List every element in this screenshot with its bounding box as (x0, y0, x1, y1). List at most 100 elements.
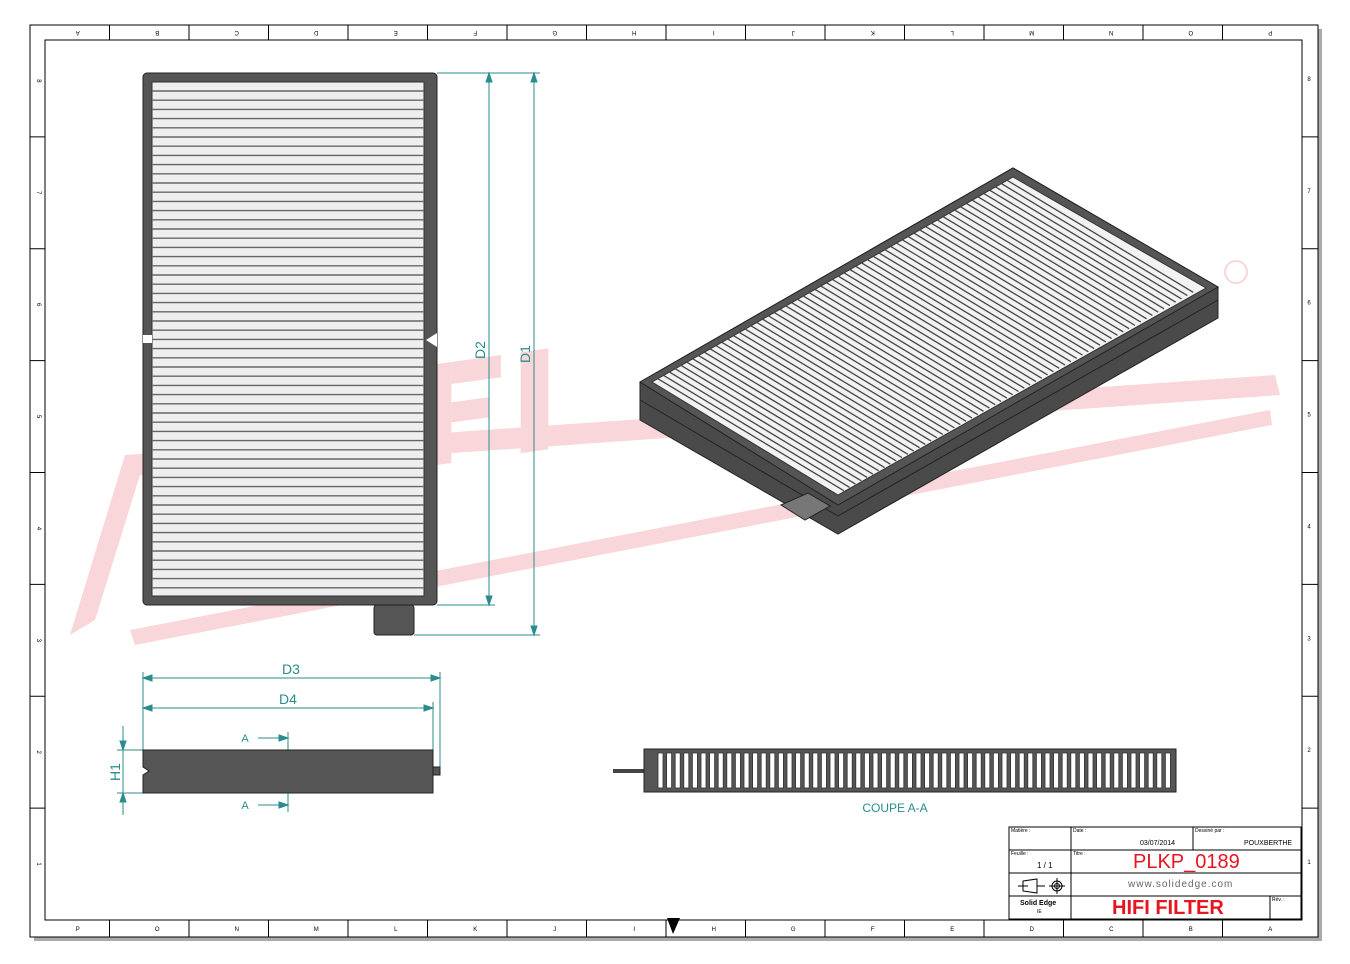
pleat-line (931, 222, 1118, 336)
pleat-line (773, 312, 961, 426)
pleat-line (925, 226, 1112, 340)
projection-symbol-icon (1018, 878, 1065, 894)
row-label: 4 (35, 527, 41, 531)
drawing-title: PLKP_0189 (1133, 851, 1240, 873)
pleat-line (966, 202, 1153, 317)
pleat-line (797, 298, 984, 412)
pleat-section (674, 752, 681, 789)
section-view (613, 748, 1177, 793)
pleat-section (743, 752, 750, 789)
pleat-line (872, 255, 1060, 369)
pleat-line (814, 288, 1002, 402)
row-label: 7 (35, 191, 41, 195)
pleat-line (977, 196, 1165, 310)
pleat-line (919, 229, 1107, 343)
pleat-section (1104, 752, 1111, 789)
isometric-view (639, 167, 1220, 535)
pleat-section (984, 752, 991, 789)
row-label: 5 (1307, 413, 1311, 419)
pleat-line (820, 285, 1008, 399)
pleat-section (700, 752, 707, 789)
date-label: Date : (1073, 828, 1087, 834)
column-label: D (1030, 927, 1035, 933)
pleat-section (915, 752, 922, 789)
pleat-section (1053, 752, 1059, 789)
column-label: F (473, 29, 477, 35)
pleat-section (786, 752, 793, 789)
front-view (142, 72, 438, 636)
pleat-line (733, 335, 920, 449)
pleat-section (1156, 752, 1163, 789)
title-label: Titre : (1073, 851, 1086, 857)
pleat-section (855, 752, 862, 789)
pleat-section (932, 752, 939, 789)
column-label: H (632, 29, 636, 35)
pleat-section (1096, 752, 1102, 789)
pleat-section (821, 752, 827, 789)
row-label: 2 (1307, 748, 1311, 754)
row-label: 6 (35, 303, 41, 307)
pleat-section (941, 752, 948, 789)
pleat-section (872, 752, 879, 789)
pleat-line (709, 348, 897, 462)
pleat-line (954, 209, 1142, 323)
pleat-section (889, 752, 896, 789)
row-label: 8 (35, 79, 41, 83)
pleat-section (1044, 752, 1051, 789)
pleat-line (884, 249, 1072, 363)
pleat-section (1036, 752, 1042, 789)
pleat-section (752, 752, 758, 789)
pleat-line (768, 315, 955, 429)
row-label: 6 (1307, 301, 1311, 307)
pleat-section (1087, 752, 1094, 789)
pleat-section (709, 752, 715, 789)
column-label: L (950, 29, 954, 35)
column-label: P (1268, 29, 1272, 35)
pleat-line (808, 292, 996, 406)
pleat-line (803, 295, 990, 409)
column-label: F (871, 927, 875, 933)
pleat-line (750, 325, 938, 439)
pleat-line (890, 245, 1078, 359)
column-label: L (394, 927, 398, 933)
pleat-line (878, 252, 1066, 366)
pleat-section (1070, 752, 1077, 789)
pleat-line (674, 368, 862, 482)
row-label: 2 (35, 751, 41, 755)
pleat-section (1018, 752, 1025, 789)
column-label: M (1029, 29, 1034, 35)
pleat-section (924, 752, 930, 789)
column-label: O (155, 927, 160, 933)
column-label: B (1189, 927, 1193, 933)
pleat-line (855, 265, 1043, 379)
pleat-line (680, 364, 868, 479)
pleat-section (657, 752, 664, 789)
website: www.solidedge.com (1128, 879, 1234, 890)
software-sub: IE (1037, 909, 1042, 915)
pleat-section (692, 752, 698, 789)
pleat-line (826, 282, 1014, 396)
pleat-section (760, 752, 767, 789)
pleat-section (717, 752, 724, 789)
sheet-value: 1 / 1 (1037, 861, 1053, 870)
pleat-line (913, 232, 1101, 346)
pleat-section (1147, 752, 1154, 789)
column-label: N (235, 927, 239, 933)
pleat-line (995, 186, 1182, 300)
pleat-section (864, 752, 870, 789)
column-label: I (713, 29, 715, 35)
column-label: N (1109, 29, 1113, 35)
row-label: 4 (1307, 524, 1311, 530)
material-label: Matière : (1011, 828, 1031, 834)
pleat-line (867, 259, 1054, 373)
row-label: 8 (1307, 77, 1311, 83)
column-label: G (552, 29, 557, 35)
column-label: A (76, 29, 80, 35)
pleat-line (727, 338, 915, 452)
pleat-line (704, 351, 891, 465)
pleat-section (898, 752, 905, 789)
pleat-section (958, 752, 965, 789)
pleat-line (692, 358, 880, 472)
pleat-section (1122, 752, 1128, 789)
row-label: 3 (1307, 636, 1311, 642)
